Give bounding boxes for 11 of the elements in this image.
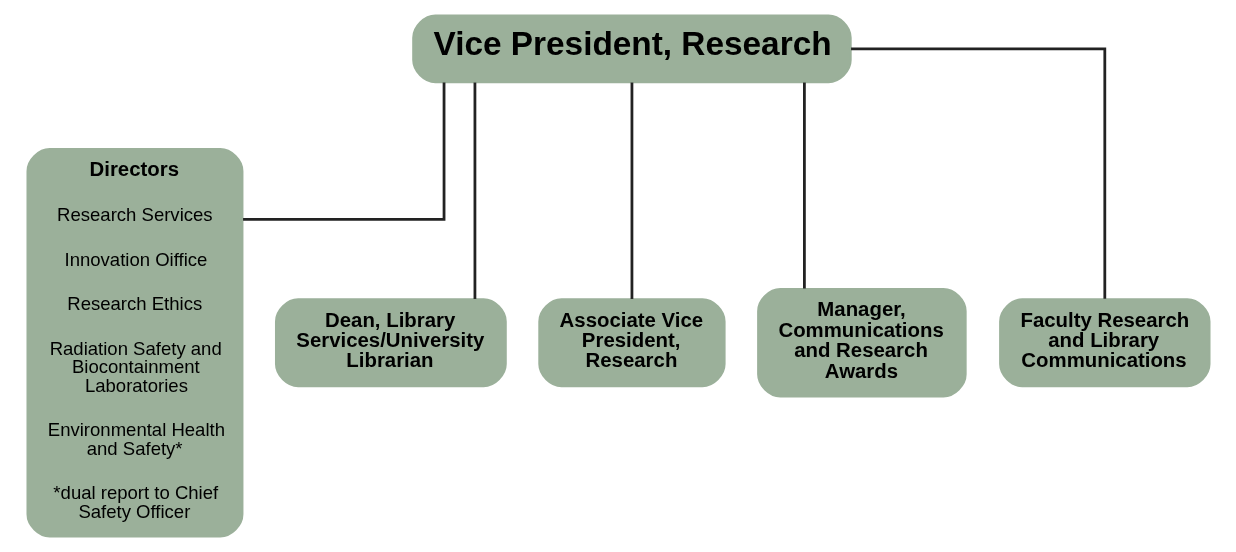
node-box: Vice President, Research — [411, 14, 852, 84]
node-box: Faculty Research and Library Communications — [998, 298, 1210, 388]
connector — [473, 82, 476, 299]
node-box: Dean, Library Services/University Librarian — [274, 298, 507, 388]
connector — [850, 47, 1106, 299]
node-box: Manager, Communications and Research Awards — [756, 288, 967, 398]
node-box: Directors Research Services Innovation Oiffice Research Ethics Radiation Safety and Biocontainment Laboratories Environmental Health and Safety* *dual report to Chief Safety Officer — [26, 148, 243, 538]
connector — [242, 82, 445, 221]
connector — [630, 82, 633, 299]
node-box: Associate Vice President, Research — [537, 298, 726, 388]
connector — [802, 82, 806, 289]
